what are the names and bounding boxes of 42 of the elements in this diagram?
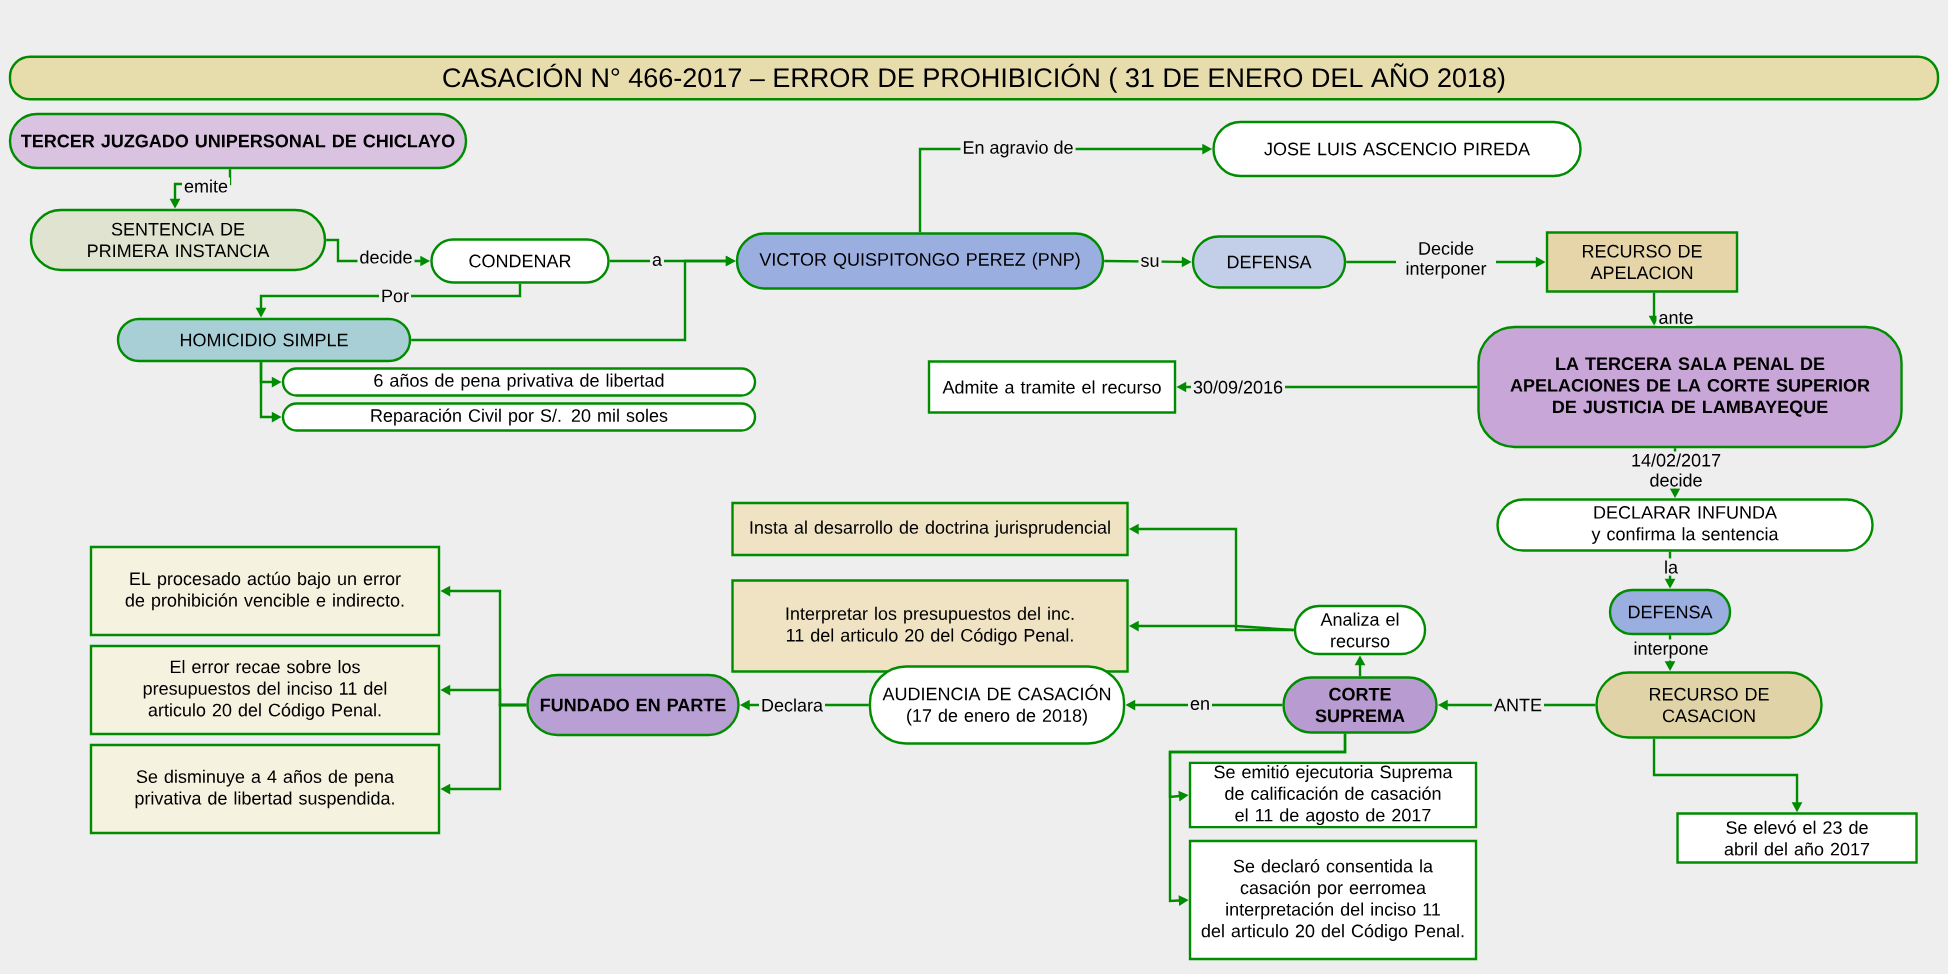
edge-label: Declara xyxy=(759,696,825,714)
text-box: RECURSO DE APELACION xyxy=(1545,231,1739,293)
rounded-box: TERCER JUZGADO UNIPERSONAL DE CHICLAYO xyxy=(8,112,468,170)
rounded-box: Analiza el recurso xyxy=(1293,604,1427,656)
title-banner: CASACIÓN N° 466-2017 – ERROR DE PROHIBICIÓN ( 31 DE ENERO DEL AÑO 2018) xyxy=(8,55,1940,101)
rounded-box: FUNDADO EN PARTE xyxy=(526,673,740,737)
rounded-box: AUDIENCIA DE CASACIÓN (17 de enero de 2018) xyxy=(868,665,1126,745)
edge-label: 30/09/2016 xyxy=(1190,378,1286,396)
text-box: Se elevó el 23 de abril del año 2017 xyxy=(1676,812,1918,864)
edge-label: En agravio de xyxy=(960,138,1076,160)
edge-label: Decide interponer xyxy=(1396,239,1496,281)
text-box: EL procesado actúo bajo un error de prohibición vencible e indirecto. xyxy=(89,545,441,637)
rounded-box: LA TERCERA SALA PENAL DE APELACIONES DE LA CORTE SUPERIOR DE JUSTICIA DE LAMBAYEQUE xyxy=(1477,325,1903,449)
rounded-box: CONDENAR xyxy=(430,238,610,284)
edge-label: 14/02/2017 decide xyxy=(1629,451,1724,489)
rounded-box: VICTOR QUISPITONGO PEREZ (PNP) xyxy=(735,232,1105,290)
rounded-box: RECURSO DE CASACION xyxy=(1595,671,1823,739)
text-box: Admite a tramite el recurso xyxy=(927,360,1177,414)
rounded-box: Reparación Civil por S/. 20 mil soles xyxy=(281,402,757,432)
rounded-box: DEFENSA xyxy=(1608,588,1732,636)
text-box: Se disminuye a 4 años de pena privativa de libertad suspendida. xyxy=(89,743,441,835)
rounded-box: SENTENCIA DE PRIMERA INSTANCIA xyxy=(29,208,327,272)
text-box: El error recae sobre los presupuestos del inciso 11 del articulo 20 del Código Penal. xyxy=(89,644,441,736)
edge-label: la xyxy=(1662,558,1681,576)
edge-label: a xyxy=(650,254,664,268)
edge-label: su xyxy=(1138,255,1162,269)
edge-label: decide xyxy=(357,248,415,266)
rounded-box: CORTE SUPREMA xyxy=(1282,676,1438,734)
edge-label: emite xyxy=(182,177,230,195)
text-box: Se declaró consentida la casación por eerromea interpretación del inciso 11 del articulo 20 del Código Penal. xyxy=(1188,839,1478,961)
rounded-box: DECLARAR INFUNDA y confirma la sentencia xyxy=(1496,498,1874,552)
rounded-box: 6 años de pena privativa de libertad xyxy=(281,367,757,397)
rounded-box: JOSE LUIS ASCENCIO PIREDA xyxy=(1212,120,1582,178)
text-box: Interpretar los presupuestos del inc. 11 del articulo 20 del Código Penal. xyxy=(731,579,1129,673)
edge-label: en xyxy=(1188,698,1213,712)
text-box: Insta al desarrollo de doctrina jurisprudencial xyxy=(731,501,1129,557)
rounded-box: DEFENSA xyxy=(1191,235,1347,289)
text-box: Se emitió ejecutoria Suprema de calificación de casación el 11 de agosto de 2017 xyxy=(1188,761,1478,829)
rounded-box: HOMICIDIO SIMPLE xyxy=(116,317,412,363)
edge-label: interpone xyxy=(1631,639,1711,661)
edge-label: ante xyxy=(1656,310,1696,326)
arrow xyxy=(1168,733,1347,906)
